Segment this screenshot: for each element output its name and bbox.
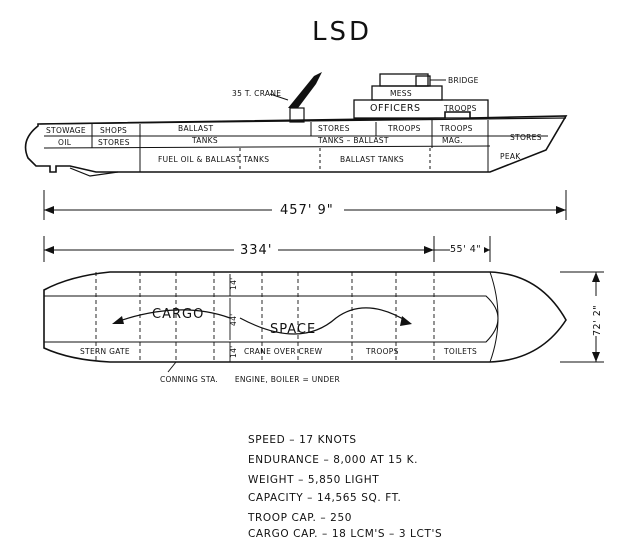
side-profile: 35 T. CRANE BRIDGE MESS OFFICERS TROOPS … <box>24 72 568 177</box>
spec-endurance: ENDURANCE – 8,000 AT 15 K. <box>248 454 418 466</box>
hull-profile-outline <box>24 111 568 173</box>
label-tanks-ballast: TANKS – BALLAST <box>317 136 389 145</box>
well-width-b: 44' <box>229 313 238 326</box>
label-stern-gate: STERN GATE <box>80 347 130 356</box>
label-troops-a: TROOPS <box>387 124 421 133</box>
well-width-c: 14' <box>229 345 238 358</box>
label-conning: CONNING STA. <box>160 375 218 384</box>
dimension-well: 334' 55' 4" <box>43 236 491 262</box>
well-width-a: 14' <box>229 277 238 290</box>
dimension-overall: 457' 9" <box>43 190 567 220</box>
label-officers: OFFICERS <box>370 103 420 114</box>
label-stores-aft: STORES <box>98 138 130 147</box>
label-oil: OIL <box>58 138 72 147</box>
flow-arrow-left <box>115 309 231 323</box>
label-ballast-tanks: BALLAST TANKS <box>340 155 404 164</box>
label-stowage: STOWAGE <box>46 126 86 135</box>
superstructure-top <box>379 73 429 87</box>
well-length-label: 334' <box>240 243 272 258</box>
label-mess: MESS <box>390 89 412 98</box>
overall-length-label: 457' 9" <box>280 203 334 218</box>
label-ballast: BALLAST <box>178 124 213 133</box>
label-troops-plan: TROOPS <box>365 347 399 356</box>
label-engine: ENGINE, BOILER = UNDER <box>235 375 340 384</box>
plan-view: 14' 44' 14' CARGO SPACE STERN GATE CRANE… <box>43 271 604 384</box>
label-peak: PEAK <box>500 152 521 161</box>
label-troops-b: TROOPS <box>439 124 473 133</box>
label-space: SPACE <box>270 322 316 337</box>
label-troops-top: TROOPS <box>443 104 477 113</box>
specifications: SPEED – 17 KNOTS ENDURANCE – 8,000 AT 15… <box>247 434 442 540</box>
label-tanks: TANKS <box>191 136 218 145</box>
label-crane: 35 T. CRANE <box>232 89 281 98</box>
label-cargo: CARGO <box>152 307 204 322</box>
label-stores-fwd: STORES <box>510 133 542 142</box>
spec-troop-cap: TROOP CAP. – 250 <box>247 512 352 524</box>
bow-length-label: 55' 4" <box>450 244 481 255</box>
rudder-profile <box>69 167 119 177</box>
bridge-house <box>415 75 431 87</box>
label-fuel-tanks: FUEL OIL & BALLAST TANKS <box>158 155 269 164</box>
spec-cargo-cap: CARGO CAP. – 18 LCM'S – 3 LCT'S <box>248 528 442 540</box>
label-toilets: TOILETS <box>443 347 477 356</box>
crane-boom <box>288 72 322 108</box>
spec-weight: WEIGHT – 5,850 LIGHT <box>248 474 379 486</box>
flow-arrow-right <box>239 307 409 335</box>
label-mag: MAG. <box>442 136 463 145</box>
label-conning-engine: CONNING STA. ENGINE, BOILER = UNDER <box>160 375 340 384</box>
diagram-title: LSD <box>312 17 372 47</box>
spec-speed: SPEED – 17 KNOTS <box>248 434 357 446</box>
label-stores-mid: STORES <box>318 124 350 133</box>
label-shops: SHOPS <box>100 126 127 135</box>
label-bridge: BRIDGE <box>448 76 479 85</box>
hull-plan-outline <box>43 271 567 363</box>
label-crane-over-crew: CRANE OVER CREW <box>244 347 323 356</box>
beam-label: 72' 2" <box>592 305 603 336</box>
spec-capacity: CAPACITY – 14,565 SQ. FT. <box>248 492 401 504</box>
